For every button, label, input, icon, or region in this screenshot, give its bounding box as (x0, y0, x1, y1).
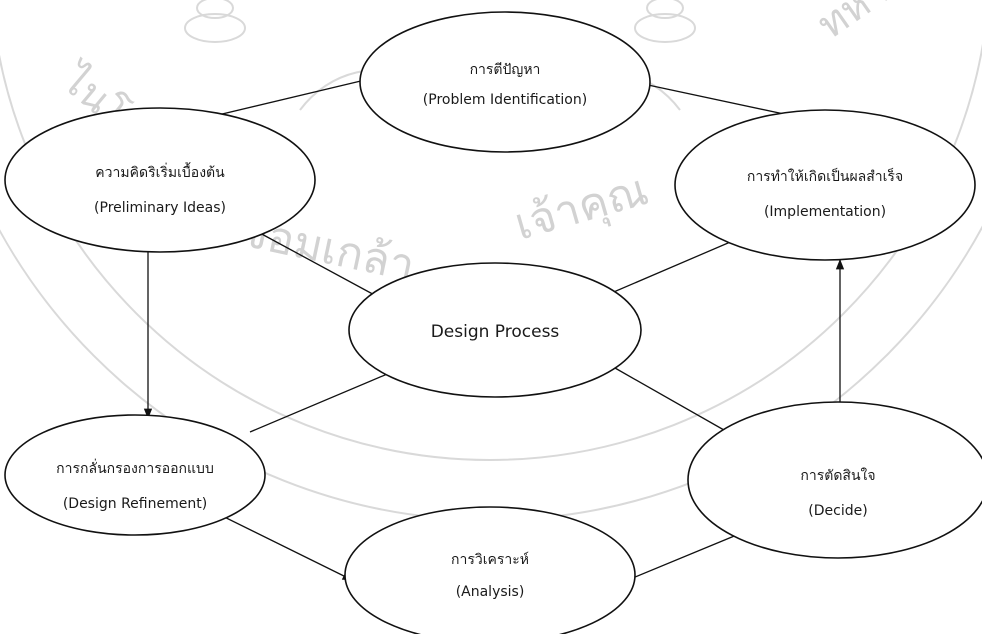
connector-implementation-center (594, 239, 736, 301)
node-decide: การตัดสินใจ (Decide) (687, 401, 982, 559)
node-problem-thai: การตีปัญหา (470, 62, 541, 78)
arrow-problem-to-preliminary (195, 79, 366, 122)
connector-preliminary-center (257, 231, 381, 299)
node-problem-english: (Problem Identification) (423, 92, 587, 108)
watermark-ornament-right (634, 0, 696, 43)
connector-decide-center (614, 367, 739, 439)
watermark-text-right: เจ้าคุณ (509, 164, 654, 251)
node-decide-thai: การตัดสินใจ (800, 467, 875, 484)
node-preliminary-thai: ความคิดริเริ่มเบื้องต้น (95, 162, 225, 181)
node-analysis-thai: การวิเคราะห์ (451, 551, 529, 568)
node-refinement-thai: การกลั่นกรองการออกแบบ (56, 459, 214, 477)
center-connectors (249, 231, 739, 439)
node-preliminary-english: (Preliminary Ideas) (94, 200, 226, 216)
node-implementation-thai: การทำให้เกิดเป็นผลสำเร็จ (747, 167, 903, 185)
node-decide-english: (Decide) (808, 503, 867, 519)
node-implementation: การทำให้เกิดเป็นผลสำเร็จ (Implementation… (674, 109, 976, 261)
node-preliminary-ideas: ความคิดริเริ่มเบื้องต้น (Preliminary Ide… (4, 107, 316, 253)
node-design-process-label: Design Process (431, 322, 560, 342)
node-analysis-english: (Analysis) (456, 584, 525, 600)
watermark-text-edge-right: ทหาร (809, 0, 915, 48)
node-refinement-english: (Design Refinement) (63, 496, 207, 512)
node-problem-identification: การตีปัญหา (Problem Identification) (359, 11, 651, 153)
connector-refinement-center (249, 371, 393, 433)
watermark-ornament-left (184, 0, 246, 43)
node-design-process: Design Process (348, 262, 642, 398)
node-implementation-english: (Implementation) (764, 204, 886, 220)
node-analysis: การวิเคราะห์ (Analysis) (344, 506, 636, 638)
node-design-refinement: การกลั่นกรองการออกแบบ (Design Refinement… (4, 414, 266, 536)
